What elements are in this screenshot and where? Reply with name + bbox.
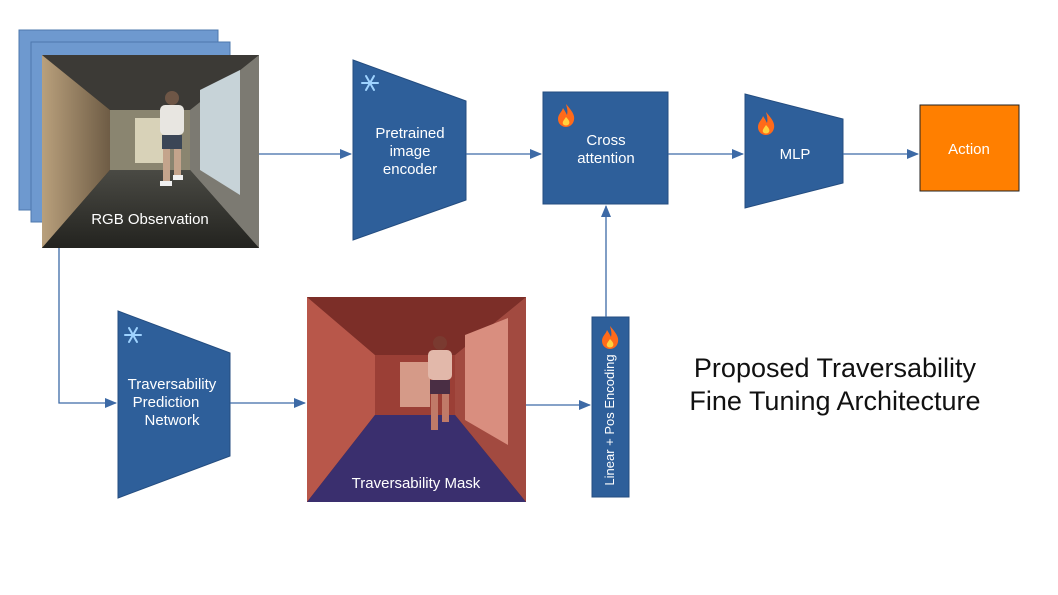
traversability-network-label-line2: Prediction (133, 394, 200, 411)
cross-attention-label-line1: Cross (586, 132, 625, 149)
traversability-mask-label: Traversability Mask (352, 475, 481, 492)
person-silhouette (160, 91, 184, 186)
action-block: Action (919, 104, 1020, 192)
encoder-label-line2: image (390, 143, 431, 160)
encoder-label-line1: Pretrained (375, 125, 444, 142)
rgb-observation-image (42, 55, 259, 248)
diagram-title-line1: Proposed Traversability (694, 353, 977, 383)
encoder-label-line3: encoder (383, 161, 437, 178)
action-label: Action (948, 141, 990, 158)
diagram-title-line2: Fine Tuning Architecture (689, 386, 980, 416)
cross-attention-block: Cross attention (542, 91, 669, 205)
arrow-observation-to-network (58, 248, 117, 408)
linear-pos-encoding-block: Linear + Pos Encoding (591, 316, 630, 498)
traversability-mask: Traversability Mask (307, 297, 526, 502)
fire-icon (602, 326, 619, 349)
traversability-prediction-network: Traversability Prediction Network (117, 310, 231, 499)
snowflake-icon (361, 75, 379, 91)
pretrained-image-encoder: Pretrained image encoder (352, 59, 467, 241)
cross-attention-label-line2: attention (577, 150, 635, 167)
snowflake-icon (124, 327, 142, 343)
person-silhouette (428, 336, 452, 430)
traversability-network-label-line1: Traversability (128, 376, 217, 393)
rgb-observation-stack: RGB Observation (18, 29, 259, 248)
fire-icon (758, 112, 775, 135)
fire-icon (558, 104, 575, 127)
traversability-network-label-line3: Network (144, 412, 200, 429)
connector-arrows (58, 149, 919, 410)
rgb-observation-label: RGB Observation (91, 211, 209, 228)
mlp-block: MLP (744, 93, 844, 209)
linear-pos-encoding-label: Linear + Pos Encoding (602, 354, 617, 485)
mlp-label: MLP (780, 146, 811, 163)
